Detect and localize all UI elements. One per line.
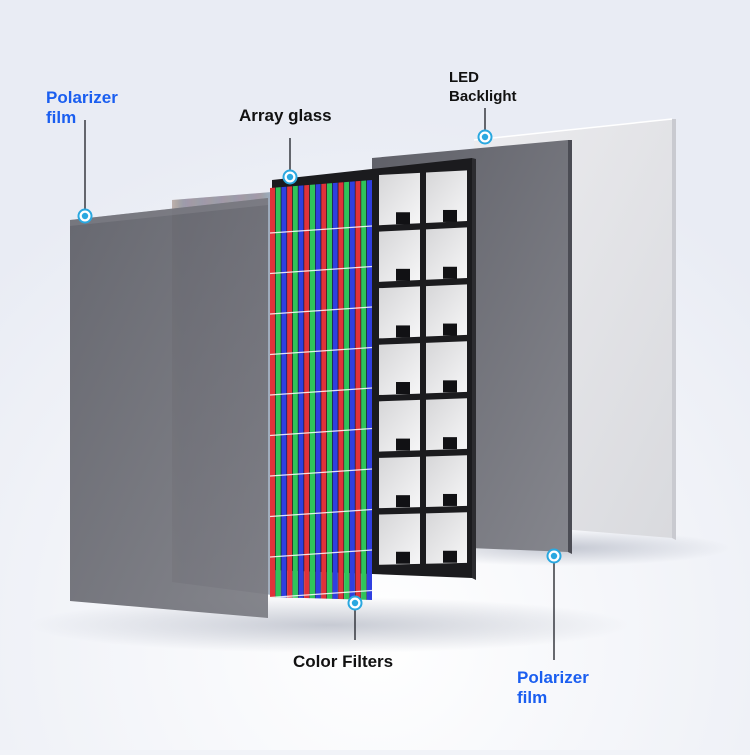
filter-row-line: [270, 549, 372, 558]
filter-gap: [286, 180, 288, 600]
filter-row-line: [270, 589, 372, 599]
label-led-backlight: LED Backlight: [449, 68, 517, 106]
filter-stripe: [349, 180, 355, 600]
filter-gap: [366, 180, 367, 600]
front-polarizer-panel: [70, 198, 268, 618]
tft-notch: [443, 323, 457, 336]
color-filter-panel: [270, 180, 372, 600]
filter-gap: [275, 180, 276, 600]
label-color-filters: Color Filters: [293, 652, 394, 671]
filter-stripe: [298, 180, 304, 600]
tft-notch: [443, 209, 457, 222]
markers: [77, 129, 562, 611]
filter-stripe: [321, 180, 327, 600]
tft-cell: [379, 172, 420, 226]
tft-notch: [396, 212, 410, 225]
label-line: Polarizer: [46, 88, 118, 107]
filter-stripe: [309, 180, 315, 600]
filter-stripe: [304, 180, 310, 600]
filter-row-line: [270, 225, 372, 234]
filter-stripe: [361, 180, 367, 600]
filter-row-line: [270, 346, 372, 356]
filter-stripe: [366, 180, 372, 600]
filter-gap: [354, 180, 356, 600]
marker-array-glass: [282, 169, 298, 185]
label-line: Polarizer: [517, 668, 589, 687]
filter-gap: [320, 180, 322, 600]
tft-notch: [443, 550, 457, 563]
label-array-glass: Array glass: [239, 106, 332, 125]
marker-polarizer-right: [546, 548, 562, 564]
tft-cell: [426, 284, 467, 337]
tft-notch: [396, 325, 410, 338]
filter-gap: [303, 180, 305, 600]
filter-gap: [292, 180, 293, 600]
label-line: Backlight: [449, 88, 517, 105]
tft-cell-grid: [379, 170, 467, 565]
filter-row-line: [270, 508, 372, 518]
filter-row-line: [270, 306, 372, 315]
filter-gap: [309, 180, 310, 600]
filter-stripe: [355, 180, 361, 600]
ghost-stripe: [267, 192, 272, 595]
marker-polarizer-left: [77, 208, 93, 224]
tft-cell: [379, 229, 420, 282]
filter-stripe: [281, 180, 287, 600]
tft-cell: [426, 341, 467, 394]
tft-notch: [443, 380, 457, 393]
filter-stripe: [270, 180, 276, 600]
tft-cell: [379, 286, 420, 339]
tft-notch: [443, 493, 457, 506]
filter-row-line: [270, 265, 372, 275]
filter-stripe: [292, 180, 298, 600]
tft-notch: [443, 437, 457, 450]
label-polarizer-film-right: Polarizer film: [517, 668, 589, 708]
filter-gap: [332, 180, 333, 600]
tft-cell: [426, 170, 467, 223]
filter-row-line: [270, 427, 372, 437]
tft-notch: [443, 266, 457, 279]
tft-notch: [396, 438, 410, 451]
filter-row-line: [270, 468, 372, 477]
tft-notch: [396, 495, 410, 508]
label-polarizer-film-left: Polarizer film: [46, 88, 118, 128]
marker-led-backlight: [477, 129, 493, 145]
label-line: LED: [449, 69, 479, 86]
tft-notch: [396, 551, 410, 564]
marker-color-filters: [347, 595, 363, 611]
label-line: film: [517, 688, 548, 707]
filter-gap: [280, 180, 282, 600]
filter-gap: [297, 180, 299, 600]
filter-stripe: [315, 180, 321, 600]
tft-notch: [396, 268, 410, 281]
filter-gap: [315, 180, 316, 600]
filter-stripe: [327, 180, 333, 600]
filter-stripe: [275, 180, 281, 600]
tft-cell: [426, 227, 467, 280]
filter-gap: [360, 180, 362, 600]
filter-stripe: [287, 180, 293, 600]
tft-notch: [396, 382, 410, 395]
label-line: film: [46, 108, 77, 127]
filter-gap: [326, 180, 327, 600]
filter-row-line: [270, 387, 372, 396]
